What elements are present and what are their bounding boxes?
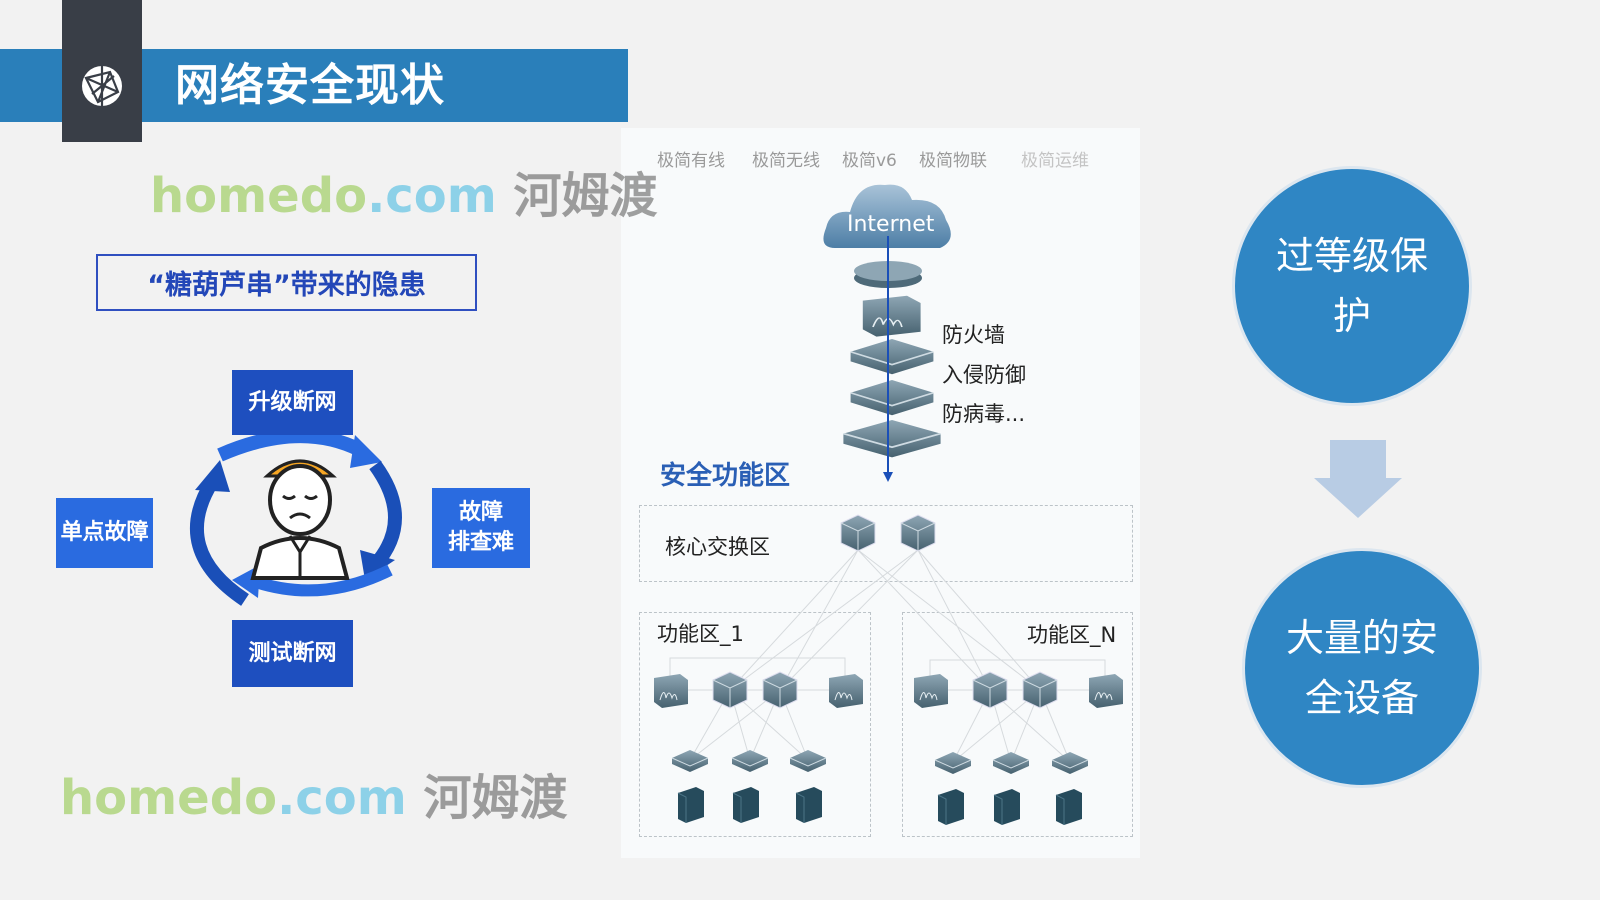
core-switch-icon	[900, 514, 936, 552]
compliance-line2: 护	[1332, 294, 1371, 338]
firewall-label: 防火墙	[942, 323, 1005, 347]
core-zone-label: 核心交换区	[665, 535, 770, 559]
gateway-switch-icon	[842, 418, 942, 459]
network-diagram-panel	[621, 128, 1140, 858]
access-switch-icon	[934, 751, 972, 775]
core-zone	[639, 505, 1133, 582]
cycle-arrow-top	[217, 429, 364, 462]
internet-label: Internet	[847, 212, 935, 237]
function-zone-1	[639, 612, 871, 837]
security-zone-label: 安全功能区	[660, 461, 791, 491]
tab-iot[interactable]: 极简物联	[919, 151, 987, 171]
security-devices-circle: 大量的安 全设备	[1242, 548, 1482, 788]
firewall-icon	[1088, 673, 1124, 709]
troubleshooting-line1: 故障	[458, 500, 503, 525]
globe-network-icon	[82, 66, 122, 106]
core-switch-icon	[840, 514, 876, 552]
firewall-icon	[913, 673, 949, 709]
internet-cloud-icon	[823, 184, 951, 248]
devices-line2: 全设备	[1304, 676, 1419, 720]
stressed-engineer-icon	[250, 459, 350, 580]
access-switch-icon	[789, 749, 827, 773]
ips-label: 入侵防御	[942, 363, 1026, 387]
zone-n-label: 功能区_N	[1027, 623, 1117, 647]
firewall-icon	[828, 673, 864, 709]
arrow-down-icon	[1314, 440, 1402, 518]
tab-wired[interactable]: 极简有线	[657, 151, 725, 171]
cycle-arrow-bottom	[247, 564, 393, 597]
upgrade-outage-box: 升级断网	[232, 370, 353, 435]
zone-1-label: 功能区_1	[657, 622, 744, 646]
cycle-arrow-right	[369, 460, 402, 570]
ips-icon	[849, 378, 935, 417]
troubleshooting-box: 故障 排查难	[432, 488, 530, 568]
tab-ops[interactable]: 极简运维	[1021, 151, 1089, 171]
aggregation-switch-icon	[762, 671, 798, 709]
troubleshooting-line2: 排查难	[447, 530, 514, 555]
access-switch-icon	[1051, 751, 1089, 775]
test-outage-box: 测试断网	[232, 620, 353, 687]
aggregation-switch-icon	[972, 671, 1008, 709]
access-switch-icon	[992, 751, 1030, 775]
devices-line1: 大量的安	[1285, 616, 1438, 660]
server-icon	[795, 786, 823, 824]
server-icon	[993, 788, 1021, 826]
function-zone-n	[902, 612, 1133, 837]
compliance-line1: 过等级保	[1275, 234, 1428, 278]
access-switch-icon	[731, 749, 769, 773]
page-title: 网络安全现状	[175, 60, 445, 111]
server-icon	[937, 788, 965, 826]
aggregation-switch-icon	[712, 671, 748, 709]
single-point-failure-box: 单点故障	[56, 498, 153, 568]
ids-icon	[849, 337, 935, 376]
cycle-arrow-left	[190, 478, 249, 606]
antivirus-label: 防病毒...	[942, 402, 1026, 426]
hazard-subtitle: “糖葫芦串”带来的隐患	[96, 254, 477, 311]
firewall-icon	[861, 294, 922, 338]
server-icon	[732, 786, 760, 824]
tab-wireless[interactable]: 极简无线	[752, 151, 820, 171]
server-icon	[1055, 788, 1083, 826]
aggregation-switch-icon	[1022, 671, 1058, 709]
server-icon	[677, 786, 705, 824]
firewall-icon	[653, 673, 689, 709]
tab-ipv6[interactable]: 极简v6	[842, 151, 897, 171]
compliance-circle: 过等级保 护	[1232, 166, 1472, 406]
access-switch-icon	[671, 749, 709, 773]
